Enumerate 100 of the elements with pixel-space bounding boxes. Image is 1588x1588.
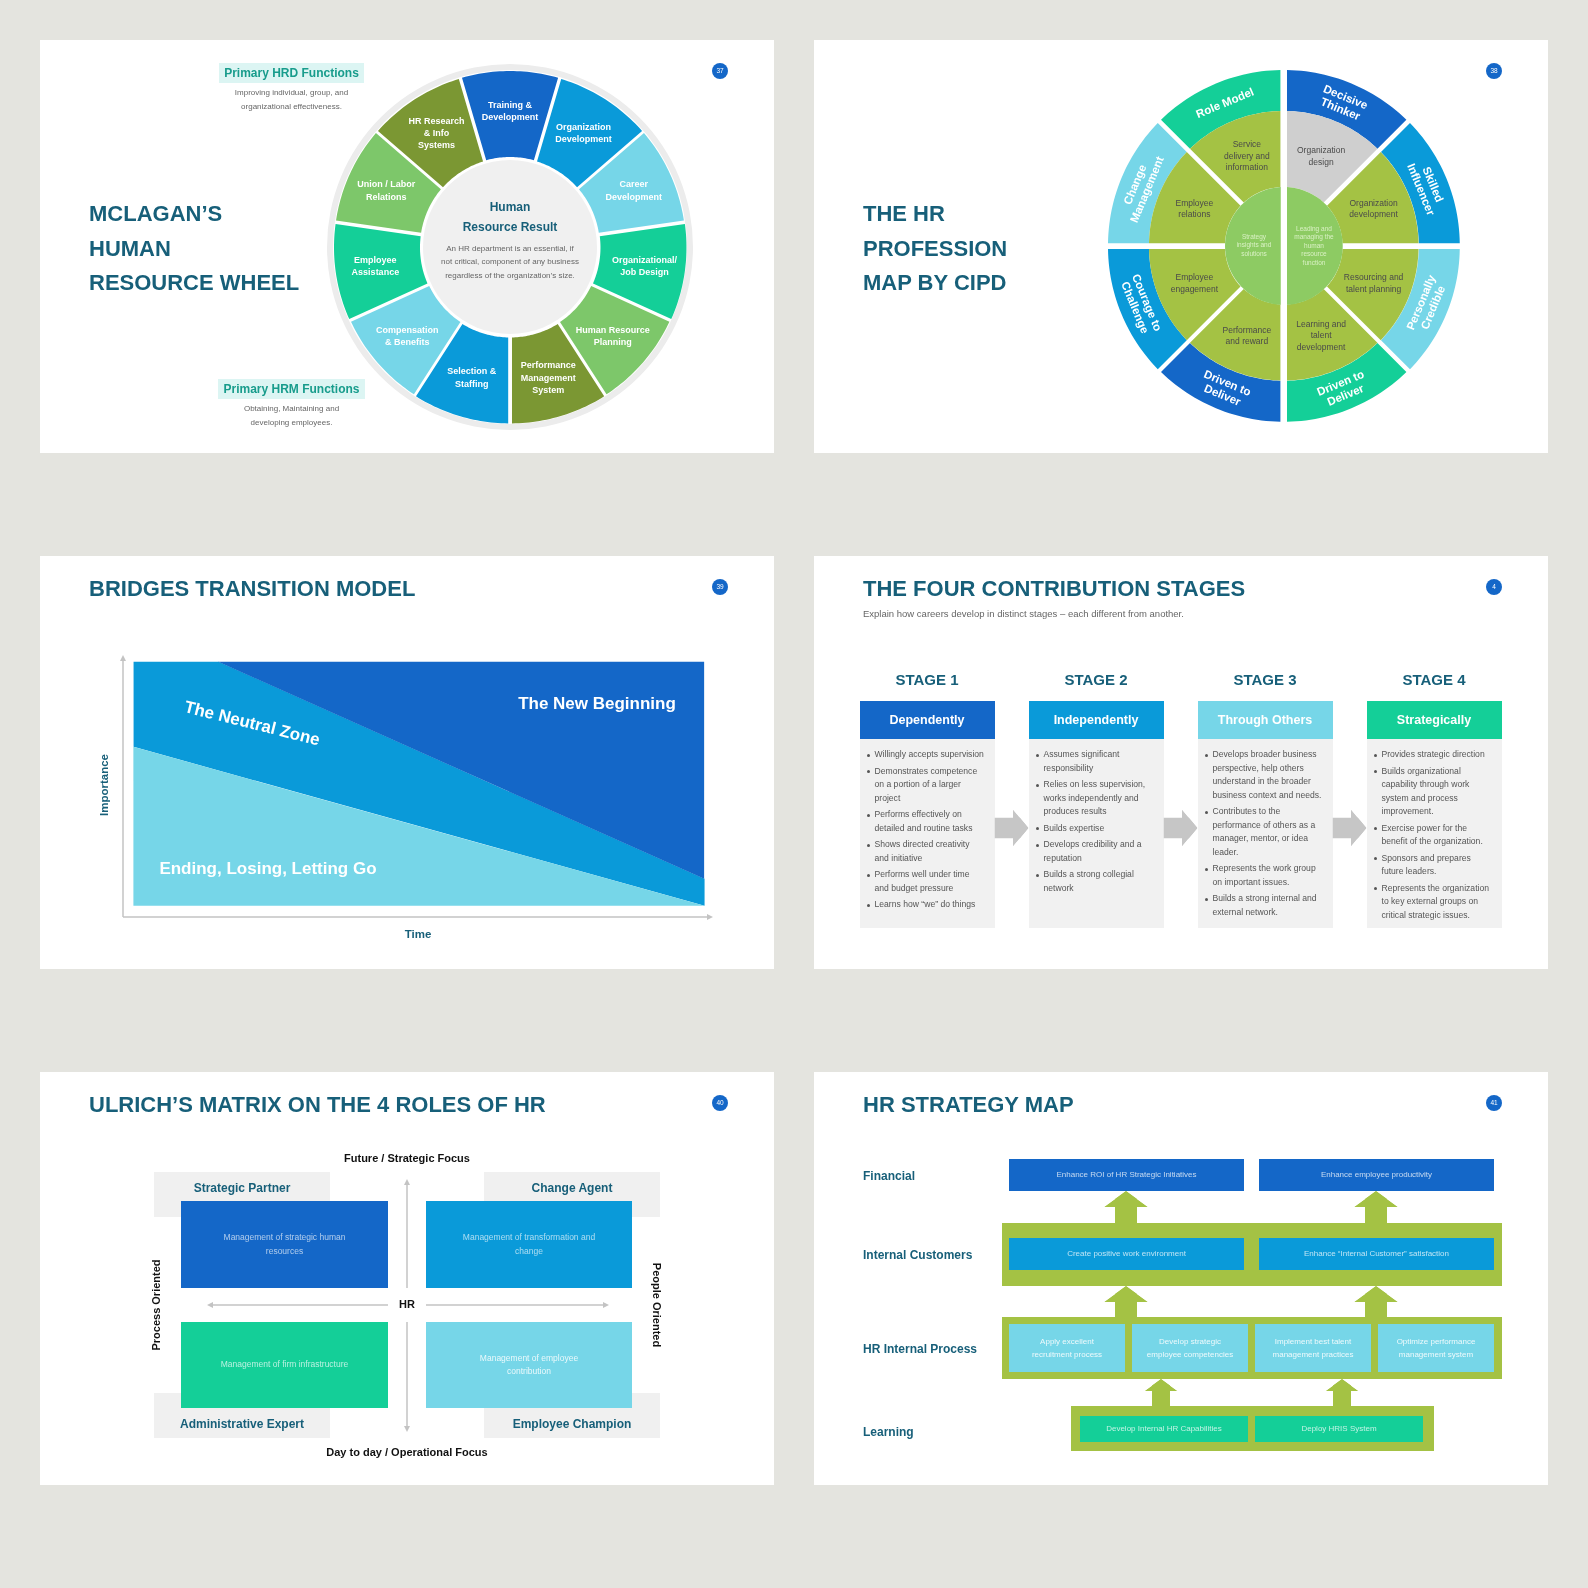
stage-panel [1366, 739, 1502, 928]
stage-title-bar: Through Others [1197, 701, 1333, 739]
region-label: The Neutral Zone [182, 697, 322, 751]
bullet-text: Performs well under time and budget pressure [874, 868, 971, 895]
stage-title-bar: Independently [1028, 701, 1164, 739]
center-label: HR [399, 1298, 415, 1312]
segment-label: Organization Development [554, 120, 613, 145]
block-arrow [1332, 809, 1367, 847]
segment-label: Organization development [1348, 197, 1399, 221]
section-heading: Primary HRM Functions [218, 379, 365, 399]
slide-subtitle: Explain how careers develop in distinct stages – each different from another. [863, 607, 1184, 621]
stage-heading: STAGE 2 [1063, 670, 1129, 690]
segment-label: HR Research & Info Systems [407, 114, 466, 151]
region-label: The New Beginning [518, 693, 676, 715]
objective-box: Develop strategic employee competencies [1132, 1324, 1248, 1372]
bullet-text: Performs effectively on detailed and routine tasks [874, 808, 974, 835]
role-quadrant: Management of firm infrastructure [181, 1322, 388, 1408]
axis-label: People Oriented [649, 1262, 663, 1348]
segment-label: Career Development [604, 178, 663, 203]
objective-box: Apply excellent recruitment process [1009, 1324, 1125, 1372]
slide-panel [814, 40, 1548, 453]
segment-label: Employee relations [1174, 197, 1215, 221]
segment-label: Compensation & Benefits [375, 323, 440, 349]
segment-label: Service delivery and information [1222, 139, 1271, 174]
slide-title: MCLAGAN’S HUMAN RESOURCE WHEEL [89, 200, 301, 297]
perspective-band [1002, 1317, 1502, 1379]
stage-heading: STAGE 3 [1232, 670, 1298, 690]
segment-label: Performance Management System [519, 359, 577, 396]
perspective-band [1071, 1406, 1434, 1451]
segment-label: Employee engagement [1169, 271, 1219, 295]
bullet-text: Demonstrates competence on a portion of a larger project [874, 764, 979, 805]
bullet-text: Contributes to the performance of others as a manager, mentor, or idea leader. [1212, 805, 1317, 859]
slide-title: BRIDGES TRANSITION MODEL [89, 575, 417, 603]
stage-panel [1197, 739, 1333, 928]
bullet-text: Develops credibility and a reputation [1043, 838, 1143, 865]
bullet-text: Builds a strong collegial network [1043, 868, 1135, 895]
perspective-band [1002, 1223, 1502, 1286]
row-label: Financial [863, 1168, 915, 1184]
row-label: Learning [863, 1424, 914, 1440]
bullet-text: Exercise power for the benefit of the organization. [1381, 821, 1484, 848]
axis-label: Process Oriented [150, 1259, 164, 1351]
role-quadrant: Management of transformation and change [426, 1201, 632, 1288]
block-arrow [1104, 1191, 1148, 1223]
slide-panel [40, 40, 774, 453]
axis-label: Future / Strategic Focus [344, 1152, 470, 1166]
section-heading: Primary HRD Functions [219, 63, 364, 83]
bullet-text: Represents the work group on important issues. [1212, 862, 1317, 889]
bullet-text: Builds a strong internal and external network. [1212, 892, 1318, 919]
segment-label: Resourcing and talent planning [1342, 271, 1405, 295]
center-description: An HR department is an essential, if not critical, component of any business regardless of the organization’s size. [440, 243, 580, 282]
segment-label: Organization design [1296, 144, 1347, 168]
block-arrow [1144, 1379, 1178, 1406]
slide-title: THE HR PROFESSION MAP BY CIPD [863, 200, 1009, 297]
slide-title: HR STRATEGY MAP [863, 1091, 1075, 1119]
stage-panel [1028, 739, 1164, 928]
bullet-text: Learns how “we” do things [874, 898, 977, 911]
objective-box: Enhance ROI of HR Strategic Initiatives [1009, 1159, 1244, 1191]
bullet-text: Provides strategic direction [1381, 748, 1486, 761]
row-label: Internal Customers [863, 1247, 973, 1263]
slide-title: THE FOUR CONTRIBUTION STAGES [863, 575, 1247, 603]
objective-box: Deploy HRIS System [1255, 1416, 1423, 1442]
slide-title: ULRICH’S MATRIX ON THE 4 ROLES OF HR [89, 1091, 547, 1119]
description-text: Obtaining, Maintaining and developing employees. [242, 403, 341, 429]
description-text: Improving individual, group, and organizational effectiveness. [233, 87, 350, 113]
objective-box: Create positive work environment [1009, 1238, 1244, 1270]
slide-panel [40, 556, 774, 969]
center-heading: Human Resource Result [461, 199, 559, 236]
objective-box: Enhance employee productivity [1259, 1159, 1494, 1191]
bullet-text: Relies on less supervision, works independently and produces results [1043, 778, 1147, 818]
block-arrow [1325, 1379, 1359, 1406]
stage-heading: STAGE 1 [894, 670, 960, 690]
slide-panel [40, 1072, 774, 1485]
block-arrow [1163, 809, 1198, 847]
axis-label: Time [404, 928, 432, 942]
segment-label: Selection & Staffing [446, 365, 498, 390]
axis-label: Importance [98, 754, 112, 816]
stage-title-bar: Dependently [859, 701, 995, 739]
axis-label: Day to day / Operational Focus [326, 1446, 488, 1460]
bullet-text: Shows directed creativity and initiative [874, 838, 971, 865]
block-arrow [994, 809, 1029, 847]
row-label: HR Internal Process [863, 1341, 978, 1357]
segment-label: Union / Labor Relations [356, 178, 417, 203]
bullet-text: Develops broader business perspective, help others understand in the broader business context and needs. [1212, 748, 1323, 802]
block-arrow [1104, 1286, 1148, 1317]
segment-label: Human Resource Planning [574, 323, 651, 349]
block-arrow [1354, 1191, 1398, 1223]
segment-label: Organizational/ Job Design [611, 254, 679, 279]
objective-box: Develop Internal HR Capabilities [1080, 1416, 1248, 1442]
bullet-text: Builds expertise [1043, 821, 1106, 835]
bullet-text: Sponsors and prepares future leaders. [1381, 851, 1472, 878]
bullet-text: Builds organizational capability through work system and process improvement. [1381, 764, 1471, 818]
stage-heading: STAGE 4 [1401, 670, 1467, 690]
role-quadrant: Management of employee contribution [426, 1322, 632, 1408]
slide-panel [814, 1072, 1548, 1485]
bullet-text: Willingly accepts supervision [874, 748, 985, 761]
slide-panel [814, 556, 1548, 969]
segment-label: Learning and talent development [1295, 318, 1347, 353]
bullet-text: Assumes significant responsibility [1043, 748, 1121, 775]
objective-box: Implement best talent management practices [1255, 1324, 1371, 1372]
objective-box: Optimize performance management system [1378, 1324, 1494, 1372]
